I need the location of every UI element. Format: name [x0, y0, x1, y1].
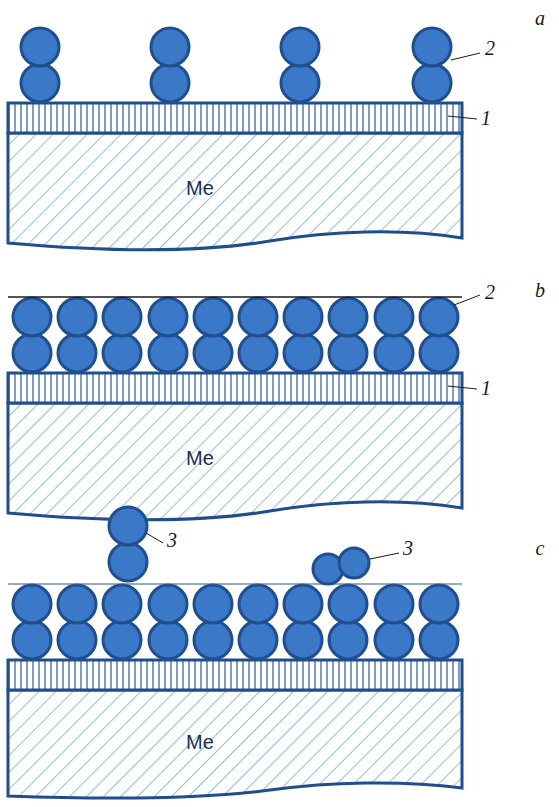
- panel-letter: c: [536, 537, 545, 559]
- molecule: [239, 298, 277, 372]
- molecule: [103, 298, 141, 372]
- molecule: [413, 28, 451, 102]
- metal-substrate: [8, 690, 462, 798]
- callout-number: 2: [485, 281, 495, 303]
- molecule: [281, 28, 319, 102]
- monolayer-boundary: [8, 296, 462, 298]
- molecule: [284, 298, 322, 372]
- panel-c: [8, 507, 462, 798]
- molecule: [58, 585, 96, 659]
- molecule: [58, 298, 96, 372]
- callout-number: 2: [485, 37, 495, 59]
- panel-a: [8, 28, 480, 250]
- molecule: [239, 585, 277, 659]
- panel-letter: b: [535, 279, 545, 301]
- callout-number: 3: [403, 537, 413, 559]
- metal-substrate: [8, 403, 462, 520]
- molecule: [284, 585, 322, 659]
- molecule: [329, 298, 367, 372]
- leader-line: [448, 116, 477, 119]
- molecule: [149, 298, 187, 372]
- metal-substrate: [8, 133, 462, 250]
- leader-line: [448, 386, 477, 389]
- callout-number: 1: [481, 377, 491, 399]
- molecule: [103, 585, 141, 659]
- molecule: [13, 585, 51, 659]
- leader-line: [451, 53, 480, 60]
- surface-layer: [8, 103, 462, 133]
- molecule: [21, 28, 59, 102]
- molecule: [194, 585, 232, 659]
- molecule: [13, 298, 51, 372]
- panel-letter: a: [535, 7, 545, 29]
- surface-layer: [8, 660, 462, 690]
- molecule: [194, 298, 232, 372]
- metal-label: Me: [186, 447, 214, 469]
- molecule: [151, 28, 189, 102]
- molecule: [329, 585, 367, 659]
- callout-number: 3: [167, 529, 177, 551]
- molecule: [375, 298, 413, 372]
- leader-line: [370, 553, 399, 559]
- desorbed-molecule: [109, 507, 147, 581]
- molecule: [420, 298, 458, 372]
- molecule: [420, 585, 458, 659]
- callout-number: 1: [481, 107, 491, 129]
- molecule: [149, 585, 187, 659]
- leader-line: [146, 533, 163, 543]
- metal-label: Me: [186, 177, 214, 199]
- molecule: [375, 585, 413, 659]
- leader-line: [454, 295, 480, 305]
- desorbed-molecule: [339, 548, 369, 578]
- panel-b: [8, 295, 480, 520]
- surface-layer: [8, 373, 462, 403]
- metal-label: Me: [186, 731, 214, 753]
- monolayer-boundary: [8, 584, 462, 585]
